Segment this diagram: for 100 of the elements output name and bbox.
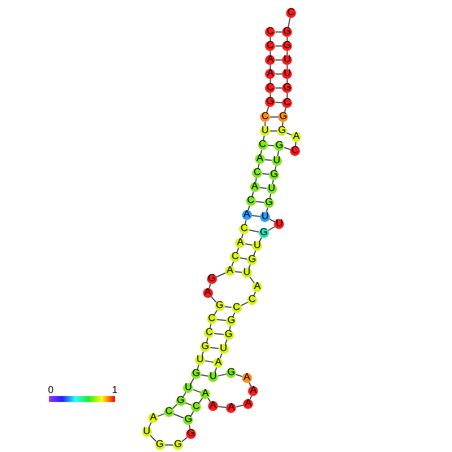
nucleotide-circle: A [265,69,276,79]
backbone-line [252,191,254,197]
nucleotide-circle: G [214,301,225,311]
backbone-line [266,207,268,213]
nucleotide-circle: U [195,355,206,365]
base-pair-line [240,257,248,260]
nucleotide-circle: C [239,224,250,234]
backbone-line [150,435,157,442]
nucleotide-circle: C [232,303,242,313]
base-pair-line [204,360,214,363]
backbone-line [258,163,260,169]
nucleotide-circle: G [183,415,194,425]
backbone-line [232,312,236,317]
base-pair-line [200,374,209,377]
nucleotide-circle: U [183,383,194,393]
backbone-line [244,219,246,225]
nucleotide-circle: A [291,132,302,142]
nucleotide-circle: U [266,184,277,194]
base-pair-line [248,230,260,232]
nucleotide-circle: C [204,328,214,338]
backbone-line [277,150,280,157]
backbone-line [236,374,243,377]
backbone-line [210,323,212,329]
backbone-line [229,325,231,331]
nucleotide-circle: A [248,386,258,396]
nucleotide-circle: A [225,266,235,276]
nucleotide-circle: G [154,440,165,450]
backbone-line [214,367,218,373]
nucleotide-circle: U [282,55,292,65]
backbone-line [157,413,165,417]
backbone-line [264,122,266,126]
nucleotide-circle: G [274,141,284,151]
nucleotide-circle: C [265,83,276,93]
nucleotide-circle: A [265,55,276,65]
backbone-line [188,424,191,430]
nucleotide-circle: G [186,429,196,439]
nucleotide-circle: A [235,238,246,248]
nucleotide-circle: U [274,219,284,229]
backbone-line [284,147,291,150]
backbone-line [270,92,271,98]
nucleotide-circle: G [247,255,258,265]
backbone-line [262,135,265,141]
nucleotide-circle: U [282,69,292,79]
nucleotide-circle: G [282,83,292,93]
nucleotide-circle: A [252,282,262,292]
backbone-line [266,106,270,113]
nucleotide-circle: A [226,403,236,413]
backbone-line [286,64,288,70]
nucleotide-circle: G [265,97,276,107]
base-pair-line [173,413,184,419]
base-pair-line [255,201,265,203]
nucleotide-circle: U [272,156,282,166]
backbone-line [210,296,217,303]
backbone-line [270,78,271,84]
nucleotide-circle: C [265,27,276,37]
backbone-line [190,410,194,416]
nucleotide-circle: G [224,330,234,340]
nucleotide-circle: A [148,413,158,423]
nucleotide-circle: G [191,369,202,379]
nucleotide-circle: A [243,399,254,409]
backbone-line [284,107,286,113]
base-pair-line [264,159,272,161]
nucleotide-circle: G [173,440,183,450]
base-pair-line [210,347,220,349]
nucleotide-circle: U [260,212,270,222]
backbone-line [198,398,203,404]
nucleotide-circle: A [250,182,260,192]
backbone-line [269,218,276,222]
nucleotide-circle: U [218,344,228,354]
nucleotide-circle: C [191,402,202,412]
nucleotide-circle: A [208,401,218,411]
nucleotide-circle: U [208,372,218,382]
base-pair-line [262,173,270,175]
nucleotide-circle: C [206,314,217,324]
backbone-line [274,165,276,171]
backbone-line [286,78,288,84]
nucleotide-circle: G [278,112,288,122]
nucleotide-circle: G [282,41,292,51]
nucleotide-circle: C [282,98,292,108]
nucleotide-circle: C [260,112,270,122]
nucleotide-circle: G [226,368,236,378]
base-pair-line [270,116,279,118]
backbone-line [218,406,227,408]
backbone-line [220,353,222,359]
nucleotide-circle: C [252,168,262,178]
backbone-line [286,36,288,42]
backbone-line [224,339,228,345]
base-pair-line [214,333,224,335]
backbone-line [206,337,208,343]
backbone-line [181,436,188,442]
backbone-line [217,374,227,376]
base-pair-line [274,102,283,104]
backbone-line [282,121,284,127]
backbone-line [164,444,174,446]
backbone-line [286,92,288,98]
nucleotide-circle: C [286,8,296,18]
backbone-line [270,36,271,42]
nucleotide-circle: G [258,228,269,238]
backbone-line [172,404,178,410]
base-pair-line [244,243,253,246]
